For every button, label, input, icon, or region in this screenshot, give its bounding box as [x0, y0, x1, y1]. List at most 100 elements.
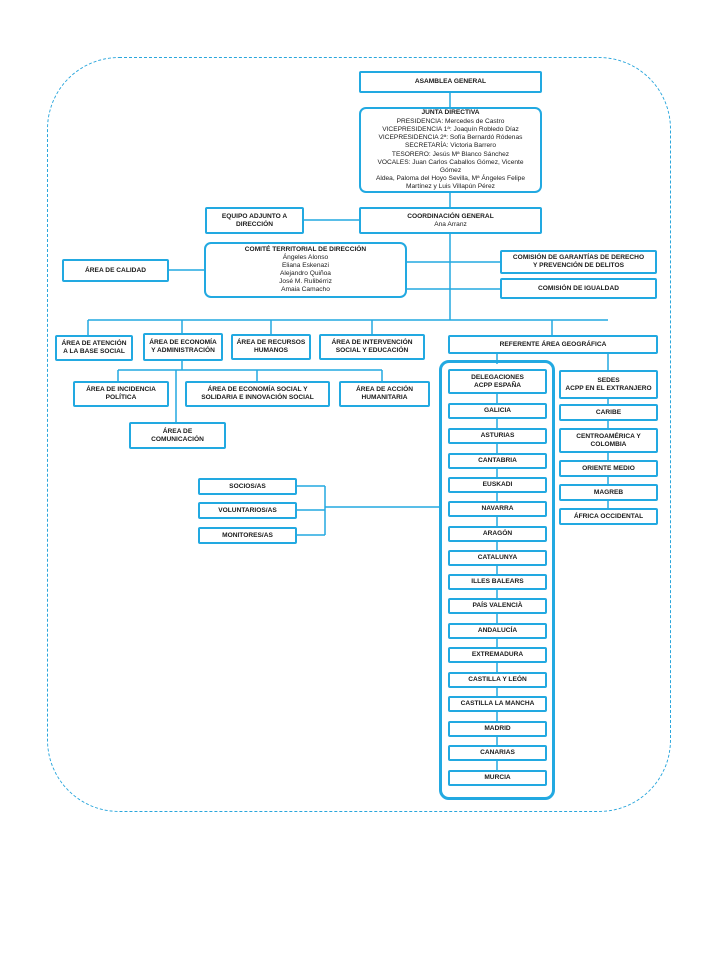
coordinacion-general-name: Ana Arranz — [434, 220, 467, 228]
comite-territorial-title: COMITÉ TERRITORIAL DE DIRECCIÓN — [244, 245, 367, 253]
region-label: EUSKADI — [482, 481, 513, 489]
region-box: CASTILLA Y LEÓN — [448, 672, 547, 688]
comite-member: Amaia Camacho — [281, 286, 330, 294]
area-recursos-line2: HUMANOS — [253, 347, 289, 354]
junta-line: Martínez y Luis Villapún Pérez — [406, 182, 495, 190]
delegaciones-header-box: DELEGACIONES ACPP ESPAÑA — [448, 369, 547, 394]
delegaciones-line1: DELEGACIONES — [471, 373, 524, 381]
region-label: CASTILLA LA MANCHA — [460, 700, 535, 708]
region-label: CANARIAS — [480, 749, 515, 757]
sede-label: ÁFRICA OCCIDENTAL — [573, 512, 644, 520]
region-label: CATALUNYA — [477, 554, 518, 562]
area-recursos-line1: ÁREA DE RECURSOS — [236, 339, 306, 347]
comite-member: José M. Rulibérriz — [279, 278, 332, 286]
comite-member: Ángeles Alonso — [282, 253, 329, 261]
area-comunicacion-line2: COMUNICACIÓN — [151, 435, 204, 443]
sedes-line2: ACPP EN EL EXTRANJERO — [565, 384, 652, 392]
sede-label: CENTROAMÉRICA Y COLOMBIA — [576, 432, 641, 448]
sede-box: CARIBE — [559, 404, 658, 421]
sede-label: MAGREB — [593, 488, 624, 496]
area-economia-line2: Y ADMINISTRACIÓN — [151, 347, 215, 354]
region-box: CANARIAS — [448, 745, 547, 761]
region-box: MADRID — [448, 721, 547, 737]
asamblea-general-label: ASAMBLEA GENERAL — [414, 78, 487, 86]
area-incidencia-box: ÁREA DE INCIDENCIA POLÍTICA — [73, 381, 169, 407]
area-comunicacion-line1: ÁREA DE — [162, 427, 193, 435]
organization-frame — [47, 57, 671, 812]
region-box: ARAGÓN — [448, 526, 547, 542]
referente-area-geografica-box: REFERENTE ÁREA GEOGRÁFICA — [448, 335, 658, 354]
area-calidad-label: ÁREA DE CALIDAD — [85, 266, 146, 274]
comite-territorial-box: COMITÉ TERRITORIAL DE DIRECCIÓN Ángeles … — [204, 242, 407, 298]
area-atencion-line1: ÁREA DE ATENCIÓN — [61, 340, 127, 348]
region-label: MURCIA — [484, 774, 511, 782]
area-incidencia-line1: ÁREA DE INCIDENCIA — [86, 386, 156, 394]
region-label: ANDALUCÍA — [477, 627, 518, 635]
sede-box: MAGREB — [559, 484, 658, 501]
area-recursos-box: ÁREA DE RECURSOS HUMANOS — [231, 334, 311, 360]
region-box: CASTILLA LA MANCHA — [448, 696, 547, 712]
area-economia-social-line1: ÁREA DE ECONOMÍA SOCIAL Y — [207, 386, 308, 394]
region-box: ILLES BALEARS — [448, 574, 547, 590]
region-label: PAÍS VALENCIÀ — [472, 602, 523, 610]
area-economia-line1: ÁREA DE ECONOMÍA — [149, 339, 217, 347]
region-box: ANDALUCÍA — [448, 623, 547, 639]
monitores-box: MONITORES/AS — [198, 527, 297, 544]
area-incidencia-line2: POLÍTICA — [105, 394, 137, 401]
junta-line: TESORERO: Jesús Mª Blanco Sánchez — [391, 150, 510, 158]
voluntarios-box: VOLUNTARIOS/AS — [198, 502, 297, 519]
region-box: CATALUNYA — [448, 550, 547, 566]
comite-member: Eliana Eskenazi — [282, 261, 329, 269]
region-box: EUSKADI — [448, 477, 547, 493]
region-box: CANTABRIA — [448, 453, 547, 469]
socios-box: SOCIOS/AS — [198, 478, 297, 495]
comite-member: Alejandro Quiñoa — [280, 270, 331, 277]
region-label: MADRID — [484, 725, 511, 733]
coordinacion-general-title: COORDINACIÓN GENERAL — [407, 212, 494, 220]
junta-line: PRESIDENCIA: Mercedes de Castro — [396, 118, 505, 126]
area-economia-social-box: ÁREA DE ECONOMÍA SOCIAL Y SOLIDARIA E IN… — [185, 381, 330, 407]
sede-box: ORIENTE MEDIO — [559, 460, 658, 477]
comision-garantias-box: COMISIÓN DE GARANTÍAS DE DERECHO Y PREVE… — [500, 250, 657, 274]
voluntarios-label: VOLUNTARIOS/AS — [218, 506, 277, 514]
area-accion-line1: ÁREA DE ACCIÓN — [355, 386, 414, 394]
comision-garantias-line1: COMISIÓN DE GARANTÍAS DE DERECHO — [512, 254, 645, 262]
area-accion-line2: HUMANITARIA — [361, 394, 408, 401]
region-box: ASTURIAS — [448, 428, 547, 444]
area-economia-box: ÁREA DE ECONOMÍA Y ADMINISTRACIÓN — [143, 333, 223, 361]
region-label: CANTABRIA — [478, 457, 517, 465]
area-comunicacion-box: ÁREA DE COMUNICACIÓN — [129, 422, 226, 449]
sede-box: CENTROAMÉRICA Y COLOMBIA — [559, 428, 658, 453]
sedes-line1: SEDES — [597, 376, 620, 384]
region-box: EXTREMADURA — [448, 647, 547, 663]
delegaciones-container — [439, 360, 555, 800]
junta-line: VICEPRESIDENCIA 1ª: Joaquín Robledo Díaz — [382, 126, 519, 134]
sedes-extranjero-box: SEDES ACPP EN EL EXTRANJERO — [559, 370, 658, 399]
region-label: EXTREMADURA — [471, 651, 524, 659]
area-atencion-box: ÁREA DE ATENCIÓN A LA BASE SOCIAL — [55, 335, 133, 361]
area-intervencion-line2: SOCIAL Y EDUCACIÓN — [335, 347, 409, 354]
junta-line: VOCALES: Juan Carlos Caballos Gómez, Vic… — [377, 158, 524, 174]
area-intervencion-box: ÁREA DE INTERVENCIÓN SOCIAL Y EDUCACIÓN — [319, 334, 425, 360]
delegaciones-line2: ACPP ESPAÑA — [473, 381, 522, 389]
coordinacion-general-box: COORDINACIÓN GENERAL Ana Arranz — [359, 207, 542, 234]
region-label: ILLES BALEARS — [471, 578, 524, 586]
region-box: NAVARRA — [448, 501, 547, 517]
comision-igualdad-box: COMISIÓN DE IGUALDAD — [500, 278, 657, 299]
region-box: GALICIA — [448, 403, 547, 419]
referente-area-geografica-label: REFERENTE ÁREA GEOGRÁFICA — [499, 340, 607, 348]
region-label: CASTILLA Y LEÓN — [468, 676, 527, 684]
area-calidad-box: ÁREA DE CALIDAD — [62, 259, 169, 282]
monitores-label: MONITORES/AS — [222, 531, 273, 539]
asamblea-general-box: ASAMBLEA GENERAL — [359, 71, 542, 93]
comision-igualdad-label: COMISIÓN DE IGUALDAD — [538, 284, 619, 292]
region-label: ARAGÓN — [482, 530, 513, 538]
socios-label: SOCIOS/AS — [229, 482, 266, 490]
junta-line: SECRETARÍA: Victoria Barrero — [405, 142, 496, 150]
region-box: MURCIA — [448, 770, 547, 786]
equipo-adjunto-line2: DIRECCIÓN — [236, 220, 273, 228]
area-intervencion-line1: ÁREA DE INTERVENCIÓN — [331, 339, 413, 347]
junta-directiva-title: JUNTA DIRECTIVA — [421, 109, 480, 117]
region-label: ASTURIAS — [480, 432, 515, 440]
region-label: NAVARRA — [481, 505, 514, 513]
